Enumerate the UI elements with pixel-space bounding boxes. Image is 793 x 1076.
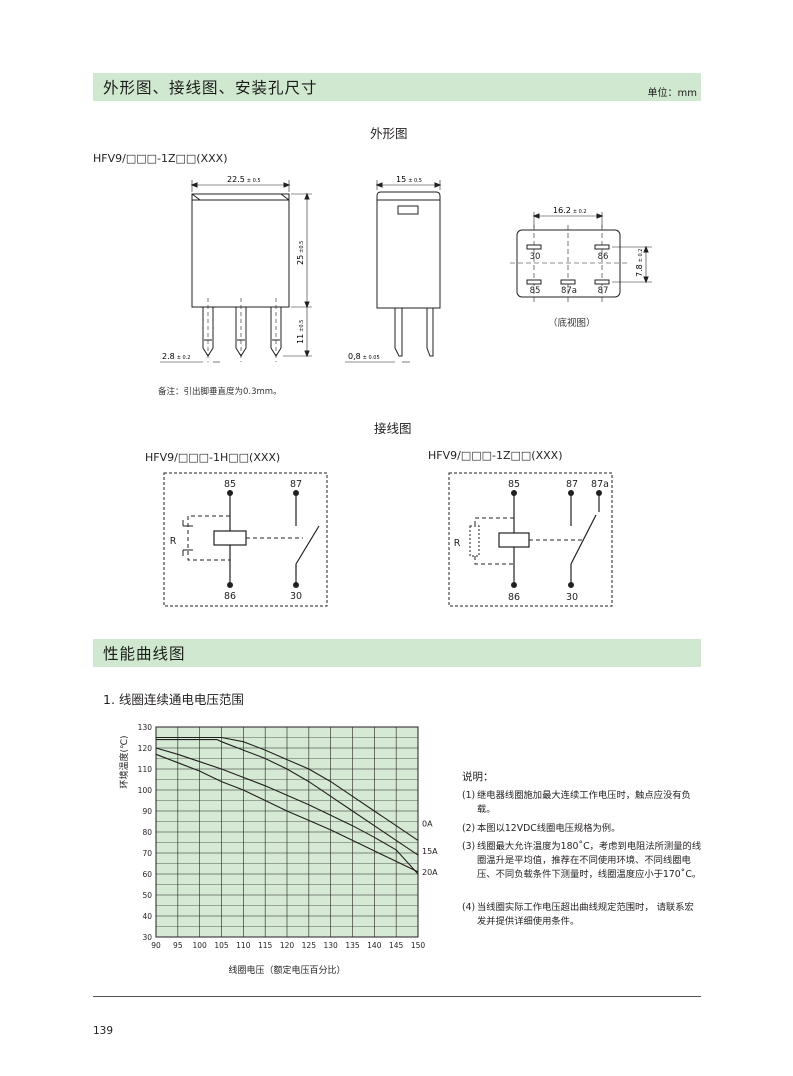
y-tick-label: 40 [142, 912, 152, 921]
note-text: 线圈最大允许温度为180˚C，考虑到电阻法所测量的线圈温升是平均值，推荐在不同使… [477, 841, 702, 880]
dim-pitch-y-text: 7.8± 0.2 [635, 249, 644, 277]
pin-label-87: 87 [598, 286, 609, 296]
y-tick-label: 60 [142, 870, 152, 879]
x-tick-label: 110 [236, 941, 251, 950]
bottom-view-caption: （底视图） [548, 318, 596, 329]
x-tick-label: 120 [280, 941, 295, 950]
chart-heading: 1. 线圈连续通电电压范围 [103, 692, 244, 707]
front-view-pins [202, 307, 282, 357]
svg-text:86: 86 [508, 592, 520, 603]
outline-heading: 外形图 [370, 126, 408, 141]
svg-text:87: 87 [566, 479, 578, 490]
section-header-dimensions: 外形图、接线图、安装孔尺寸 单位：mm [93, 73, 701, 101]
pin-label-30: 30 [530, 252, 541, 262]
note-number: (1) [462, 790, 476, 801]
note-text: 继电器线圈施加最大连续工作电压时，触点应没有负载。 [477, 790, 691, 815]
wiring-diagram-1z: 85 87 87a 86 30 R [448, 472, 613, 607]
x-tick-label: 125 [302, 941, 317, 950]
y-tick-label: 100 [138, 786, 153, 795]
curve-label: 15A [422, 847, 438, 856]
svg-text:85: 85 [508, 479, 520, 490]
notes-title: 说明： [462, 771, 494, 783]
y-tick-label: 50 [142, 891, 152, 900]
wiring-right-model: HFV9/□□□-1Z□□(XXX) [428, 449, 563, 462]
pin-label-85: 85 [530, 286, 541, 296]
x-tick-label: 95 [173, 941, 183, 950]
outline-note: 备注：引出脚垂直度为0.3mm。 [158, 387, 282, 397]
dim-pin-length-text: 11±0.5 [296, 320, 305, 344]
series-line-0A [156, 736, 419, 841]
wiring-diagram-1h: 85 87 86 30 R [163, 472, 328, 607]
outline-model: HFV9/□□□-1Z□□(XXX) [93, 152, 228, 165]
wiring-left-model: HFV9/□□□-1H□□(XXX) [145, 451, 281, 464]
wiring-heading: 接线图 [374, 421, 412, 436]
page-number: 139 [93, 1025, 114, 1037]
x-tick-label: 90 [151, 941, 161, 950]
note-number: (2) [462, 823, 476, 834]
x-tick-label: 100 [193, 941, 208, 950]
x-tick-label: 105 [214, 941, 229, 950]
dim-pin-width-text: 2.8± 0.2 [162, 352, 190, 361]
front-view-body [191, 193, 290, 308]
svg-text:85: 85 [224, 479, 236, 490]
x-tick-label: 115 [258, 941, 273, 950]
svg-text:R: R [454, 538, 461, 549]
section-header-performance: 性能曲线图 [93, 639, 701, 667]
svg-text:87: 87 [290, 479, 302, 490]
dim-pitch-x-text: 16.2± 0.2 [553, 206, 587, 215]
dim-height-text: 25±0.5 [296, 241, 305, 265]
dim-pin-thickness-text: 0,8± 0.05 [348, 352, 380, 361]
outline-drawing: 22.5± 0.5 25±0.5 11±0.5 2.8± 0.2 15± 0.5… [160, 175, 652, 363]
section-title: 外形图、接线图、安装孔尺寸 [103, 79, 318, 97]
series-line-20A [155, 747, 419, 875]
y-tick-label: 30 [142, 933, 152, 942]
y-tick-label: 110 [138, 765, 153, 774]
voltage-range-chart: 90 95 100 105 110 115 120 125 130 135 140 145 150 30 4… [118, 723, 438, 976]
note-text: 当线圈实际工作电压超出曲线规定范围时， 请联系宏发并提供详细使用条件。 [477, 902, 694, 927]
curve-label: 0A [422, 820, 433, 829]
note-item: (2)本图以12VDC线圈电压规格为例。 [462, 822, 712, 836]
svg-text:R: R [170, 536, 177, 547]
note-number: (4) [462, 902, 476, 913]
x-tick-label: 140 [367, 941, 382, 950]
series-line-curve-4 [155, 753, 419, 873]
note-item: (1)继电器线圈施加最大连续工作电压时，触点应没有负载。 [462, 789, 712, 817]
note-text: 本图以12VDC线圈电压规格为例。 [477, 823, 621, 834]
y-tick-label: 130 [138, 723, 153, 732]
bottom-view-body [516, 229, 621, 298]
x-axis-label: 线圈电压（额定电压百分比） [228, 964, 345, 976]
x-tick-label: 145 [389, 941, 404, 950]
wiring-diagrams: 85 87 86 30 R 85 87 87a [163, 472, 613, 607]
x-tick-label: 135 [345, 941, 360, 950]
svg-text:87a: 87a [591, 479, 609, 490]
dim-depth-text: 15± 0.5 [396, 175, 422, 184]
series-line-15A [156, 739, 419, 856]
unit-label: 单位：mm [647, 88, 697, 99]
curve-label: 20A [422, 868, 438, 877]
note-number: (3) [462, 841, 476, 852]
pin-label-86: 86 [598, 252, 609, 262]
pin-label-87a: 87a [561, 286, 577, 296]
svg-text:30: 30 [290, 591, 302, 602]
y-tick-label: 120 [138, 744, 153, 753]
y-tick-label: 80 [142, 828, 152, 837]
x-tick-label: 150 [411, 941, 426, 950]
y-axis-label: 环境温度(℃) [118, 735, 130, 788]
dim-width-text: 22.5± 0.5 [227, 175, 261, 184]
footer-rule [93, 996, 701, 997]
y-tick-label: 70 [142, 849, 152, 858]
y-tick-label: 90 [142, 807, 152, 816]
svg-text:86: 86 [224, 591, 236, 602]
side-view-body [376, 191, 441, 309]
side-view-pins [394, 308, 434, 357]
note-item: (4)当线圈实际工作电压超出曲线规定范围时， 请联系宏发并提供详细使用条件。 [462, 901, 712, 929]
svg-text:30: 30 [566, 592, 578, 603]
note-item: (3)线圈最大允许温度为180˚C，考虑到电阻法所测量的线圈温升是平均值，推荐在… [462, 840, 712, 882]
x-tick-label: 130 [324, 941, 339, 950]
section-title: 性能曲线图 [103, 645, 186, 663]
